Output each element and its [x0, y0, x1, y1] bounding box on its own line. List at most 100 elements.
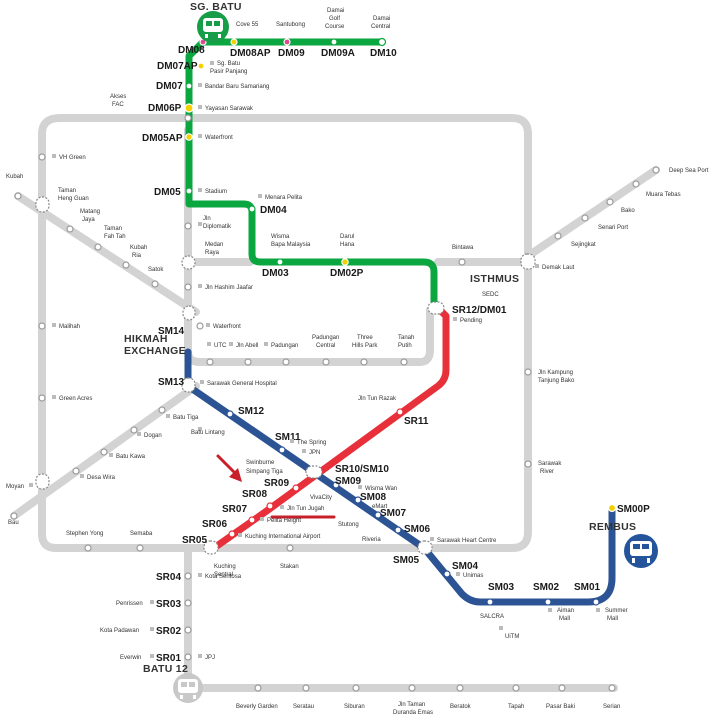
station-semaba[interactable]: [136, 544, 144, 552]
station-jln-diplomatik[interactable]: [184, 222, 192, 230]
station-tapah[interactable]: [512, 684, 520, 692]
name-demak-laut: Demak Laut: [542, 265, 575, 271]
station-sm00p[interactable]: [607, 503, 617, 513]
station-dogan[interactable]: [130, 426, 138, 434]
station-senari-port[interactable]: [581, 214, 589, 222]
sr05-interchange[interactable]: [203, 540, 219, 555]
station-muara-tebas[interactable]: [632, 180, 640, 188]
sm13-interchange[interactable]: [181, 377, 196, 393]
station-kubah[interactable]: [14, 192, 22, 200]
station-akses-fac[interactable]: [184, 114, 192, 122]
name-swinburne: Swinburne: [246, 460, 275, 466]
heng-guan-interchange[interactable]: [35, 196, 50, 213]
station-jln-abell[interactable]: [244, 358, 252, 366]
sr10-sm10-interchange[interactable]: [305, 465, 323, 479]
station-sm07[interactable]: [374, 511, 382, 519]
batu12-depot[interactable]: [173, 673, 203, 703]
station-beratok[interactable]: [456, 684, 464, 692]
station-stephen-yong[interactable]: [84, 544, 92, 552]
code-sm08: SM08: [360, 492, 387, 503]
station-matang-jaya[interactable]: [66, 225, 74, 233]
station-sr07[interactable]: [248, 516, 256, 524]
station-sr01[interactable]: [184, 653, 192, 661]
station-sr09[interactable]: [292, 484, 300, 492]
station-sarawak-river[interactable]: [524, 460, 532, 468]
station-vh-green[interactable]: [38, 153, 46, 161]
station-sr04[interactable]: [184, 572, 192, 580]
station-dm07[interactable]: [185, 82, 193, 90]
station-jln-kampung[interactable]: [524, 368, 532, 376]
station-dm10[interactable]: [377, 37, 387, 47]
station-padungan-central[interactable]: [322, 358, 330, 366]
station-batu-kawa[interactable]: [100, 448, 108, 456]
station-bintawa[interactable]: [458, 258, 466, 266]
station-padungan[interactable]: [282, 358, 290, 366]
sm05-interchange[interactable]: [417, 540, 433, 555]
station-three-hills[interactable]: [360, 358, 368, 366]
station-seratau[interactable]: [302, 684, 310, 692]
name-vivacity: VivaCity: [310, 495, 332, 501]
station-sm03[interactable]: [486, 598, 494, 606]
station-stakan[interactable]: [286, 544, 294, 552]
station-sm09[interactable]: [332, 481, 340, 489]
station-deep-sea-port[interactable]: [652, 166, 660, 174]
hikmah-interchange[interactable]: [182, 305, 196, 321]
station-sr03[interactable]: [184, 599, 192, 607]
station-green-acres[interactable]: [38, 394, 46, 402]
code-sm05: SM05: [393, 555, 420, 566]
station-dm06p[interactable]: [184, 103, 194, 113]
station-sm04[interactable]: [443, 570, 451, 578]
moyan-interchange[interactable]: [35, 473, 50, 490]
station-dm03[interactable]: [276, 258, 284, 266]
station-satok[interactable]: [151, 280, 159, 288]
station-dm09[interactable]: [283, 38, 291, 46]
station-bako[interactable]: [606, 198, 614, 206]
name-uitm: UiTM: [505, 634, 519, 640]
name-jln-kampung-1: Jln Kampung: [538, 370, 573, 376]
station-dm05[interactable]: [185, 187, 193, 195]
station-sr02[interactable]: [184, 626, 192, 634]
station-sm06[interactable]: [394, 526, 402, 534]
station-jln-taman[interactable]: [408, 684, 416, 692]
station-sm01[interactable]: [592, 598, 600, 606]
station-sr08[interactable]: [266, 502, 274, 510]
hub-batu12: BATU 12: [143, 663, 188, 675]
station-sr06[interactable]: [228, 530, 236, 538]
station-sr11[interactable]: [396, 408, 404, 416]
station-pasar-baki[interactable]: [558, 684, 566, 692]
station-utc[interactable]: [206, 358, 214, 366]
station-taman-fah-tah[interactable]: [94, 243, 102, 251]
name-simpang-tiga: Simpang Tiga: [246, 469, 283, 475]
station-sejingkat[interactable]: [554, 232, 562, 240]
station-dm09a[interactable]: [330, 38, 338, 46]
station-sm11[interactable]: [278, 446, 286, 454]
demak-laut-interchange[interactable]: [520, 253, 536, 270]
station-beverly-garden[interactable]: [254, 684, 262, 692]
station-waterfront-sm[interactable]: [196, 322, 204, 330]
medan-raya-interchange[interactable]: [181, 255, 196, 270]
station-sm12[interactable]: [226, 410, 234, 418]
code-sm14: SM14: [158, 326, 185, 337]
rembus-depot[interactable]: [624, 534, 658, 568]
station-sm02[interactable]: [544, 598, 552, 606]
name-bintawa: Bintawa: [452, 245, 474, 251]
station-desa-wira[interactable]: [72, 467, 80, 475]
station-bau[interactable]: [10, 512, 18, 520]
station-dm05ap[interactable]: [185, 133, 193, 141]
station-batu-tiga[interactable]: [158, 406, 166, 414]
station-sm08[interactable]: [354, 496, 362, 504]
station-malihah[interactable]: [38, 322, 46, 330]
sr12-dm01-interchange[interactable]: [427, 301, 445, 315]
station-dm02p[interactable]: [341, 258, 349, 266]
station-tanah-putih[interactable]: [400, 358, 408, 366]
station-kubah-ria[interactable]: [122, 261, 130, 269]
station-jln-hashim-jaafar[interactable]: [184, 283, 192, 291]
station-dm07ap[interactable]: [197, 62, 205, 70]
name-darul-hana-1: Darul: [340, 234, 354, 240]
name-jln-taman-1: Jln Taman: [398, 702, 425, 708]
sg-batu-depot[interactable]: [197, 11, 229, 43]
station-dm04[interactable]: [248, 205, 256, 213]
station-siburan[interactable]: [352, 684, 360, 692]
station-dm08ap[interactable]: [230, 38, 238, 46]
station-serian[interactable]: [608, 684, 616, 692]
